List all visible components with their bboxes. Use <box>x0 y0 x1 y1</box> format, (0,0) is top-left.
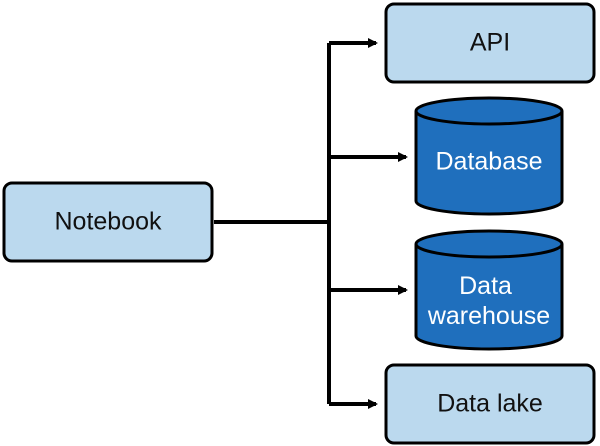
node-database-label: Database <box>435 148 542 176</box>
node-data-warehouse-label-line-1: Data <box>459 272 512 300</box>
node-data-warehouse: Data warehouse <box>414 229 564 351</box>
connectors <box>214 38 408 409</box>
node-database: Database <box>414 96 564 216</box>
node-data-lake-label: Data lake <box>437 390 543 418</box>
node-notebook-label: Notebook <box>54 208 162 236</box>
node-data-lake: Data lake <box>384 363 596 445</box>
node-data-warehouse-label-line-2: warehouse <box>427 302 550 330</box>
node-notebook: Notebook <box>2 181 214 263</box>
node-api: API <box>384 2 596 84</box>
node-api-label: API <box>470 29 510 57</box>
node-data-warehouse-label: Data warehouse <box>427 272 550 330</box>
